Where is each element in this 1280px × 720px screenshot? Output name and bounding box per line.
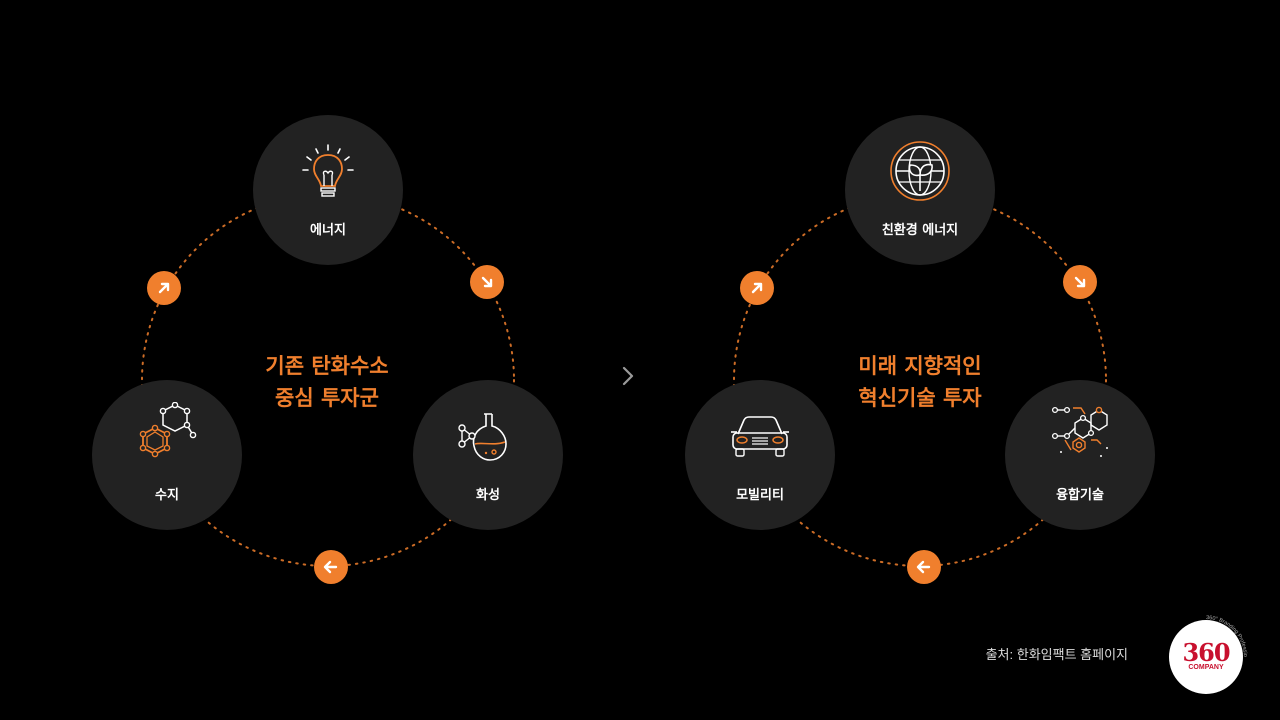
node-resin[interactable]: 수지 <box>92 380 242 530</box>
right-cycle-title: 미래 지향적인 혁신기술 투자 <box>800 350 1040 414</box>
arrow-down-right-icon <box>481 276 493 288</box>
chevron-right-icon <box>622 366 634 386</box>
left-title-line2: 중심 투자군 <box>275 386 379 410</box>
left-title-line1: 기존 탄화수소 <box>265 354 389 378</box>
node-eco-energy[interactable]: 친환경 에너지 <box>845 115 995 265</box>
logo-number: 360 <box>1182 638 1230 667</box>
arrow-down-right-icon <box>1074 276 1086 288</box>
logo-word: COMPANY <box>1188 664 1224 671</box>
logo-ring-text: 360° Branding Professional <box>1163 614 1248 657</box>
arrow-up-right-icon <box>751 282 763 294</box>
arrow-left-badge <box>314 550 348 584</box>
arrow-down-right-badge <box>470 265 504 299</box>
arrow-down-right-badge <box>1063 265 1097 299</box>
node-label: 융합기술 <box>1056 488 1104 503</box>
node-label: 에너지 <box>310 223 346 238</box>
node-mobility[interactable]: 모빌리티 <box>685 380 835 530</box>
arrow-left-icon <box>916 560 931 574</box>
arrow-left-icon <box>323 560 338 574</box>
node-label: 친환경 에너지 <box>881 223 959 238</box>
node-chemical[interactable]: 화성 <box>413 380 563 530</box>
source-caption: 출처: 한화임팩트 홈페이지 <box>985 647 1128 662</box>
arrow-up-right-badge <box>740 271 774 305</box>
node-energy[interactable]: 에너지 <box>253 115 403 265</box>
node-label: 수지 <box>155 488 179 503</box>
node-label: 모빌리티 <box>736 488 784 503</box>
arrow-left-badge <box>907 550 941 584</box>
arrow-up-right-icon <box>158 282 170 294</box>
network-icon <box>1051 406 1108 457</box>
lightbulb-icon <box>302 144 354 197</box>
left-cycle-title: 기존 탄화수소 중심 투자군 <box>207 350 447 414</box>
arrow-up-right-badge <box>147 271 181 305</box>
right-title-line2: 혁신기술 투자 <box>858 386 982 410</box>
molecule-icon <box>139 402 197 458</box>
right-title-line1: 미래 지향적인 <box>858 354 982 378</box>
flask-icon <box>458 413 507 461</box>
eco-globe-icon <box>890 141 950 201</box>
company-logo: 360° Branding Professional 360 COMPANY <box>1163 614 1248 694</box>
node-convergence[interactable]: 융합기술 <box>1005 380 1155 530</box>
car-icon <box>731 416 789 457</box>
node-label: 화성 <box>476 488 500 503</box>
